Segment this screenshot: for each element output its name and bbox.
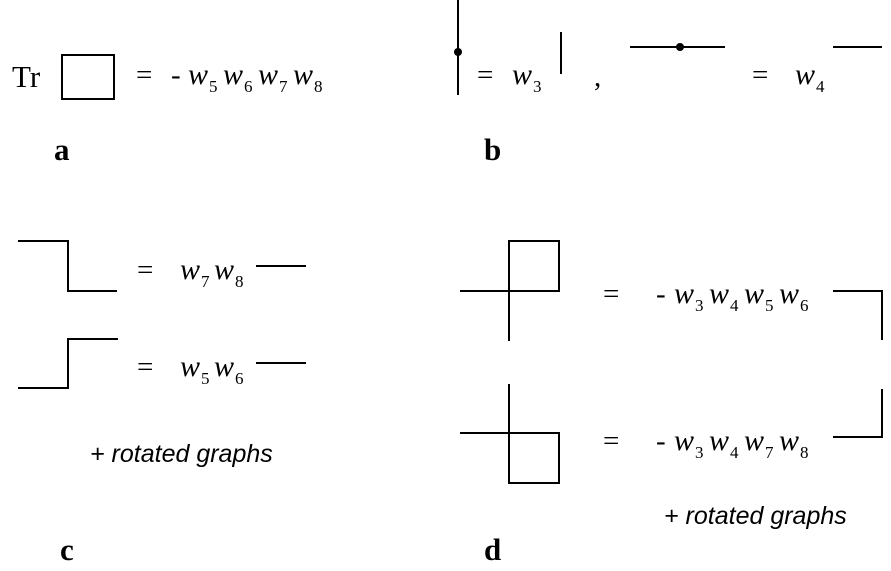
- weight-subscript: 6: [800, 296, 809, 315]
- weight-subscript: 7: [279, 77, 288, 96]
- equals-sign: =: [603, 425, 619, 457]
- weight-symbol: w: [779, 277, 799, 310]
- weight-subscript: 3: [695, 296, 704, 315]
- equals-sign: =: [477, 59, 493, 91]
- equals-sign: =: [136, 59, 152, 91]
- comma: ,: [594, 61, 601, 93]
- step-up-graph: [18, 338, 118, 389]
- vertex-dot: [676, 43, 684, 51]
- panel-a: Tr = - w 5 w 6 w 7 w 8 a: [12, 54, 323, 167]
- weight-subscript: 3: [533, 77, 542, 96]
- panel-label-d: d: [484, 532, 501, 567]
- weight-symbol: w: [674, 277, 694, 310]
- weight-subscript: 3: [695, 443, 704, 462]
- panel-c: = w 7 w 8 = w 5 w 6 + rotated graphs c: [18, 240, 306, 567]
- weight-symbol: w: [744, 424, 764, 457]
- corner-link: [833, 290, 883, 340]
- weight-symbol: w: [674, 424, 694, 457]
- weight-subscript: 4: [730, 296, 739, 315]
- corner-link: [833, 389, 883, 438]
- weight-subscript: 4: [816, 77, 825, 96]
- weight-subscript: 7: [765, 443, 774, 462]
- panel-label-a: a: [54, 132, 70, 167]
- minus-sign: -: [656, 425, 666, 457]
- cross-upper-square-graph: [460, 240, 560, 341]
- weight-subscript: 4: [730, 443, 739, 462]
- cross-lower-square-graph: [460, 384, 560, 484]
- weight-symbol: w: [293, 58, 313, 91]
- weight-subscript: 6: [235, 369, 244, 388]
- weight-subscript: 8: [800, 443, 809, 462]
- weight-symbol: w: [214, 350, 234, 383]
- weight-symbol: w: [223, 58, 243, 91]
- equals-sign: =: [137, 351, 153, 383]
- weight-symbol: w: [795, 58, 815, 91]
- weight-symbol: w: [188, 58, 208, 91]
- equals-sign: =: [752, 59, 768, 91]
- weight-symbol: w: [512, 58, 532, 91]
- weight-subscript: 5: [765, 296, 774, 315]
- minus-sign: -: [171, 59, 181, 91]
- panel-label-b: b: [484, 132, 501, 167]
- equals-sign: =: [603, 278, 619, 310]
- weight-subscript: 5: [209, 77, 218, 96]
- rotated-graphs-note: + rotated graphs: [664, 502, 847, 530]
- weight-symbol: w: [779, 424, 799, 457]
- trace-operator: Tr: [12, 59, 41, 94]
- weight-subscript: 8: [314, 77, 323, 96]
- panel-d: = - w 3 w 4 w 5 w 6 = - w 3 w 4 w 7 w 8 …: [460, 240, 883, 567]
- equals-sign: =: [137, 254, 153, 286]
- step-down-graph: [18, 240, 117, 292]
- panel-label-c: c: [60, 532, 74, 567]
- weight-symbol: w: [744, 277, 764, 310]
- weight-subscript: 7: [201, 272, 210, 291]
- weight-symbol: w: [214, 253, 234, 286]
- plaquette-square: [61, 54, 115, 100]
- vertex-dot: [454, 48, 462, 56]
- weight-symbol: w: [180, 350, 200, 383]
- weight-subscript: 6: [244, 77, 253, 96]
- weight-symbol: w: [709, 424, 729, 457]
- weight-symbol: w: [709, 277, 729, 310]
- minus-sign: -: [656, 278, 666, 310]
- weight-symbol: w: [258, 58, 278, 91]
- weight-subscript: 8: [235, 272, 244, 291]
- weight-symbol: w: [180, 253, 200, 286]
- panel-b: = w 3 , = w 4 b: [454, 0, 882, 167]
- weight-subscript: 5: [201, 369, 210, 388]
- rotated-graphs-note: + rotated graphs: [90, 440, 273, 468]
